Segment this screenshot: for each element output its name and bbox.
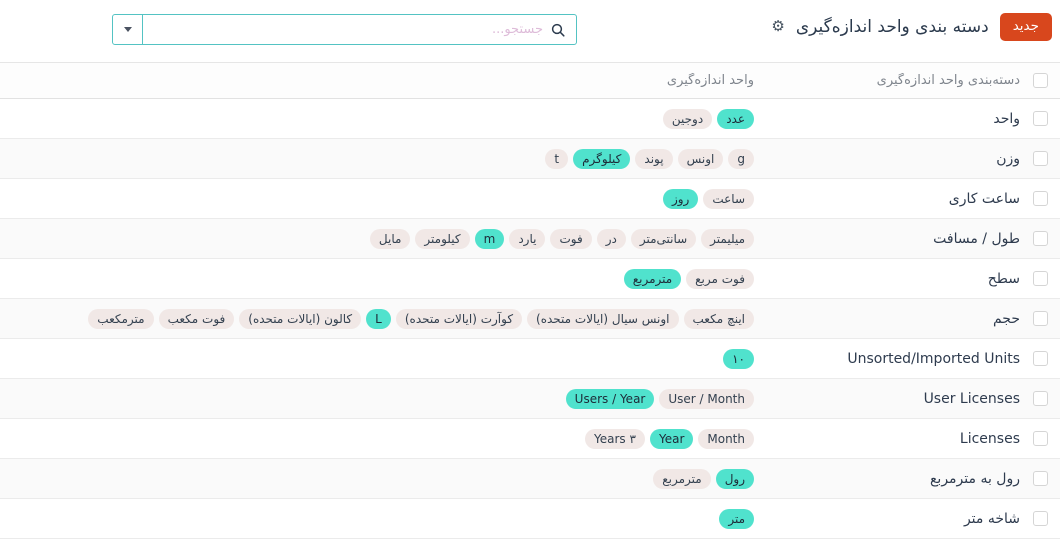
unit-tag: یارد [509,229,545,249]
category-name: ساعت کاری [758,191,1020,207]
row-checkbox[interactable] [1033,111,1048,126]
unit-tags: فوت مربعمترمربع [0,269,758,289]
rows-container: واحدعدددوجین وزنgاونس پوندکیلوگرمt ساعت کار… [0,99,1060,539]
table-row[interactable]: واحدعدددوجین [0,99,1060,139]
unit-tag-reference: L [366,309,391,329]
unit-tag: پوند [635,149,672,169]
unit-tags: gاونس پوندکیلوگرمt [0,149,758,169]
column-header-category[interactable]: دسته‌بندی واحد اندازه‌گیری [758,73,1020,88]
gear-icon[interactable]: ⚙ [771,19,784,34]
unit-tags: ساعتروز [0,189,758,209]
unit-tag-reference: مترمربع [624,269,681,289]
list-view: دسته‌بندی واحد اندازه‌گیری واحد اندازه‌گ… [0,62,1060,539]
search-field-area [143,15,576,44]
unit-tag: سانتی‌متر [631,229,696,249]
unit-tag: فوت مربع [686,269,754,289]
new-button[interactable]: جدید [1000,13,1052,41]
unit-tag: در [597,229,626,249]
unit-tag: کوآرت (ایالات متحده) [396,309,522,329]
unit-tags: User / MonthUsers / Year [0,389,758,409]
select-all-checkbox[interactable] [1033,73,1048,88]
unit-tag-reference: کیلوگرم [573,149,630,169]
row-checkbox[interactable] [1033,271,1048,286]
unit-tags: رول مترمربع [0,469,758,489]
row-checkbox[interactable] [1033,191,1048,206]
row-checkbox[interactable] [1033,431,1048,446]
search-options-dropdown[interactable] [113,15,143,44]
unit-tags: عدددوجین [0,109,758,129]
row-checkbox[interactable] [1033,311,1048,326]
unit-tag: Month [698,429,754,449]
table-row[interactable]: شاخه مترمتر [0,499,1060,539]
unit-tag: مایل [370,229,411,249]
unit-tag: g [728,149,754,169]
category-name: رول به مترمربع [758,471,1020,487]
table-row[interactable]: User LicensesUser / MonthUsers / Year [0,379,1060,419]
unit-tag: کالون (ایالات متحده) [239,309,361,329]
category-name: Unsorted/Imported Units [758,351,1020,367]
unit-tag: دوجین [663,109,712,129]
row-checkbox[interactable] [1033,231,1048,246]
unit-tag: User / Month [659,389,754,409]
unit-tag-reference: متر [719,509,754,529]
category-name: حجم [758,311,1020,327]
table-row[interactable]: سطحفوت مربعمترمربع [0,259,1060,299]
category-name: شاخه متر [758,511,1020,527]
unit-tag: اونس سیال (ایالات متحده) [527,309,678,329]
caret-down-icon [124,27,132,32]
category-name: Licenses [758,431,1020,447]
table-row[interactable]: ساعت کاریساعتروز [0,179,1060,219]
row-checkbox[interactable] [1033,511,1048,526]
row-checkbox[interactable] [1033,151,1048,166]
page-title: دسته بندی واحد اندازه‌گیری [796,17,989,37]
category-name: User Licenses [758,391,1020,407]
unit-tag-reference: روز [663,189,698,209]
unit-tag-reference: Year [650,429,693,449]
breadcrumb-group: جدید دسته بندی واحد اندازه‌گیری ⚙ [771,13,1052,41]
table-header-row: دسته‌بندی واحد اندازه‌گیری واحد اندازه‌گ… [0,62,1060,99]
table-row[interactable]: حجماینچ مکعب اونس سیال (ایالات متحده)کوآر… [0,299,1060,339]
category-name: واحد [758,111,1020,127]
unit-tag: اونس [678,149,724,169]
unit-tags: MonthYear۳ Years [0,429,758,449]
unit-tag-reference: Users / Year [566,389,655,409]
table-row[interactable]: طول / مسافتمیلیمترسانتی‌متردر فوتیاردm کیل… [0,219,1060,259]
category-name: طول / مسافت [758,231,1020,247]
table-row[interactable]: رول به مترمربعرول مترمربع [0,459,1060,499]
search-bar [112,14,577,45]
row-checkbox[interactable] [1033,471,1048,486]
unit-tag-reference: m [475,229,505,249]
unit-tag-reference: عدد [717,109,754,129]
table-row[interactable]: LicensesMonthYear۳ Years [0,419,1060,459]
search-icon [550,22,566,38]
unit-tag: میلیمتر [701,229,754,249]
unit-tag-reference: رول [716,469,754,489]
unit-tag: فوت [550,229,591,249]
category-name: وزن [758,151,1020,167]
control-panel: جدید دسته بندی واحد اندازه‌گیری ⚙ [0,0,1060,62]
table-row[interactable]: Unsorted/Imported Units۱۰ [0,339,1060,379]
unit-tags: متر [0,509,758,529]
unit-tag: مترمکعب [88,309,153,329]
unit-tag: فوت مکعب [159,309,235,329]
search-input[interactable] [153,15,543,44]
column-header-units[interactable]: واحد اندازه‌گیری [0,73,758,88]
unit-tag: ۳ Years [585,429,645,449]
table-row[interactable]: وزنgاونس پوندکیلوگرمt [0,139,1060,179]
category-name: سطح [758,271,1020,287]
row-checkbox[interactable] [1033,351,1048,366]
unit-tags: ۱۰ [0,349,758,369]
unit-tag: t [545,149,568,169]
unit-tag: اینچ مکعب [684,309,754,329]
row-checkbox[interactable] [1033,391,1048,406]
unit-tag-reference: ۱۰ [723,349,754,369]
unit-tag: ساعت [703,189,754,209]
unit-tag: کیلومتر [415,229,469,249]
unit-tags: میلیمترسانتی‌متردر فوتیاردm کیلومترمایل [0,229,758,249]
unit-tags: اینچ مکعب اونس سیال (ایالات متحده)کوآرت (… [0,309,758,329]
unit-tag: مترمربع [653,469,710,489]
